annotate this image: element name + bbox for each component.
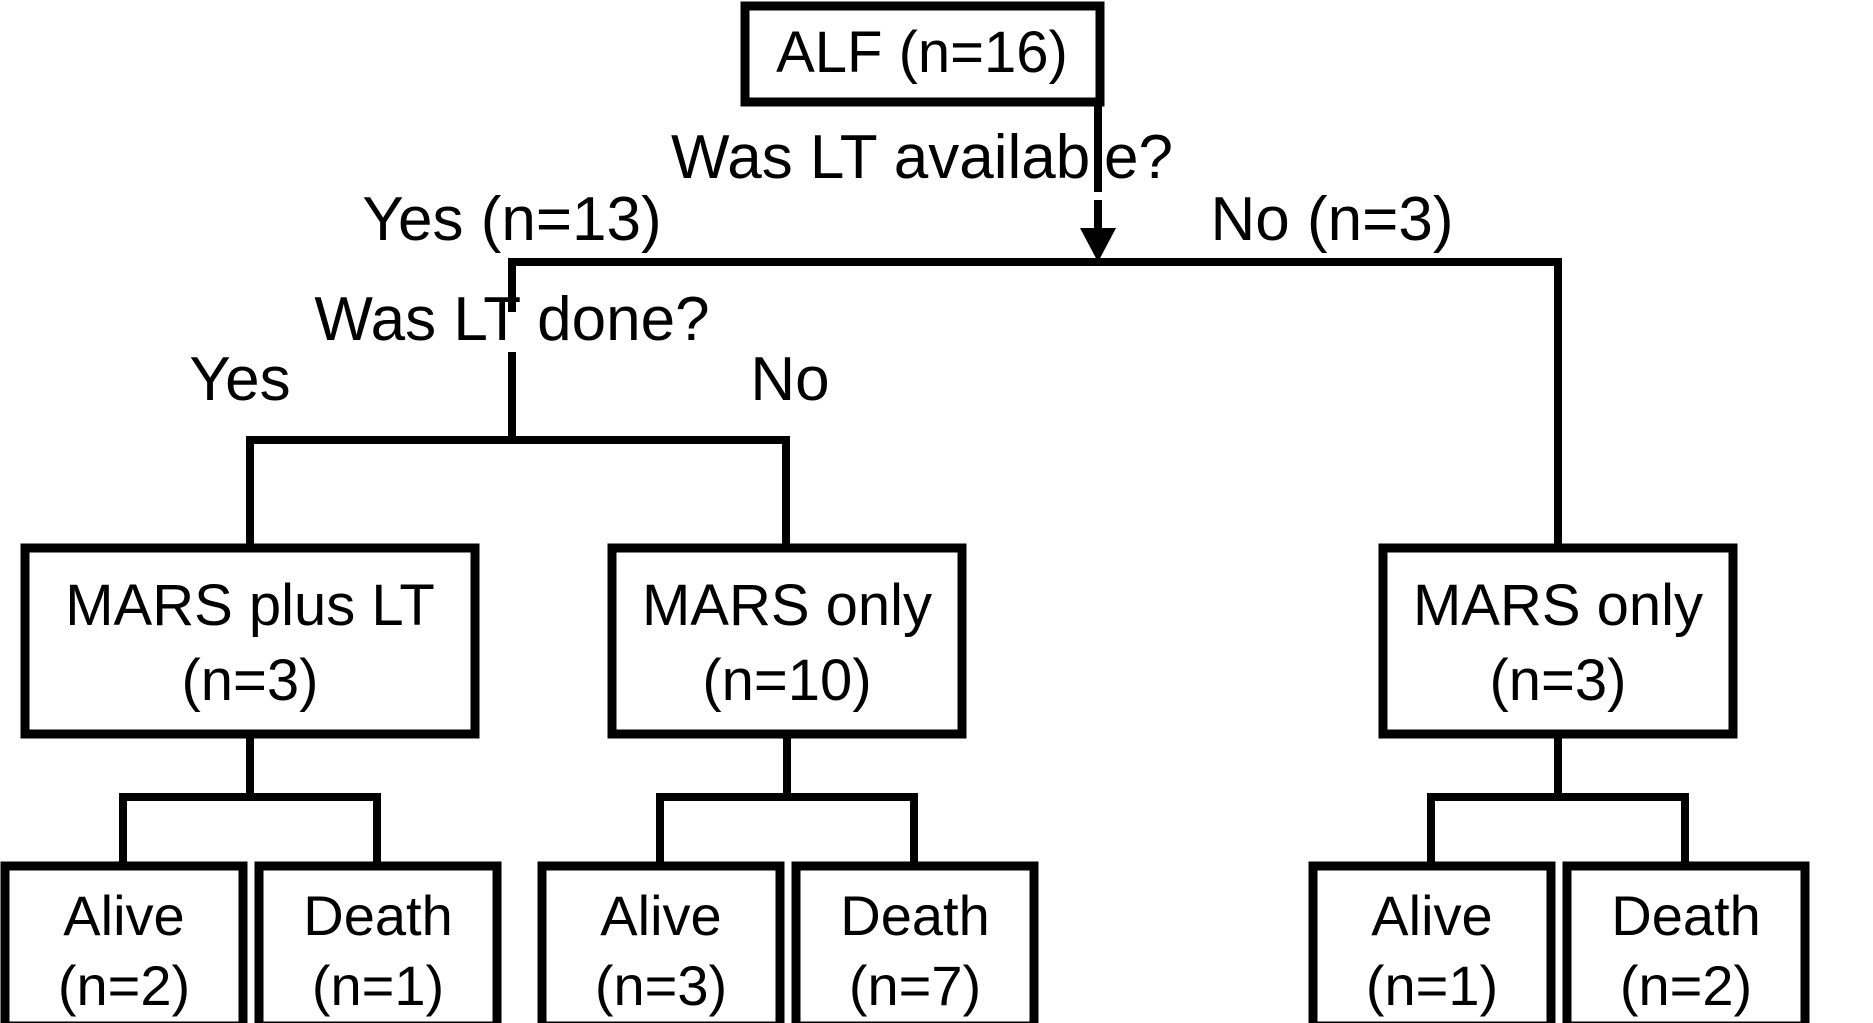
edge-label-lt-available-yes: Yes (n=13)	[362, 185, 661, 254]
node-outcome-alive-3-line2: (n=1)	[1366, 954, 1498, 1017]
node-outcome-death-3-line2: (n=2)	[1620, 954, 1752, 1017]
edge-label-lt-done-no: No	[750, 345, 829, 414]
node-outcome-alive-3-line1: Alive	[1371, 884, 1492, 947]
node-outcome-alive-2-box	[537, 861, 785, 1023]
node-outcome-death-1[interactable]: Death (n=1)	[254, 861, 502, 1023]
node-outcome-alive-2-line1: Alive	[600, 884, 721, 947]
node-outcome-alive-2[interactable]: Alive (n=3)	[537, 861, 785, 1023]
node-outcome-death-2-line1: Death	[840, 884, 989, 947]
node-outcome-death-2-box	[791, 861, 1039, 1023]
node-outcome-alive-3[interactable]: Alive (n=1)	[1308, 861, 1556, 1023]
node-outcome-death-2[interactable]: Death (n=7)	[791, 861, 1039, 1023]
node-group-mars-only-lt-available-line2: (n=10)	[702, 648, 871, 713]
edge-label-lt-done-yes: Yes	[189, 345, 290, 414]
node-alf-root-label: ALF (n=16)	[776, 20, 1068, 85]
node-outcome-death-2-line2: (n=7)	[849, 954, 981, 1017]
node-group-mars-only-no-lt-line2: (n=3)	[1489, 648, 1626, 713]
node-outcome-alive-1-line2: (n=2)	[58, 954, 190, 1017]
node-group-mars-only-lt-available[interactable]: MARS only (n=10)	[607, 543, 967, 739]
node-alf-root-box	[740, 1, 1105, 107]
node-outcome-alive-1-box	[0, 861, 248, 1023]
node-alf-root[interactable]: ALF (n=16)	[740, 1, 1105, 107]
node-group-mars-only-no-lt-line1: MARS only	[1413, 573, 1703, 638]
node-outcome-death-3[interactable]: Death (n=2)	[1562, 861, 1810, 1023]
node-group-mars-plus-lt-line2: (n=3)	[181, 648, 318, 713]
node-outcome-alive-2-line2: (n=3)	[595, 954, 727, 1017]
node-group-mars-only-lt-available-line1: MARS only	[642, 573, 932, 638]
node-outcome-death-1-line2: (n=1)	[312, 954, 444, 1017]
node-group-mars-only-no-lt[interactable]: MARS only (n=3)	[1378, 543, 1738, 739]
decision-lt-done-label: Was LT done?	[314, 285, 709, 354]
node-outcome-alive-1-line1: Alive	[63, 884, 184, 947]
node-outcome-death-1-box	[254, 861, 502, 1023]
node-outcome-death-3-box	[1562, 861, 1810, 1023]
arrow-down-icon	[1080, 228, 1116, 262]
decision-lt-available-label: Was LT available?	[671, 123, 1173, 192]
node-outcome-alive-3-box	[1308, 861, 1556, 1023]
node-group-mars-plus-lt-line1: MARS plus LT	[65, 573, 435, 638]
node-outcome-death-1-line1: Death	[303, 884, 452, 947]
node-group-mars-plus-lt[interactable]: MARS plus LT (n=3)	[20, 543, 480, 739]
edge-label-lt-available-no: No (n=3)	[1211, 185, 1454, 254]
node-outcome-alive-1[interactable]: Alive (n=2)	[0, 861, 248, 1023]
node-outcome-death-3-line1: Death	[1611, 884, 1760, 947]
